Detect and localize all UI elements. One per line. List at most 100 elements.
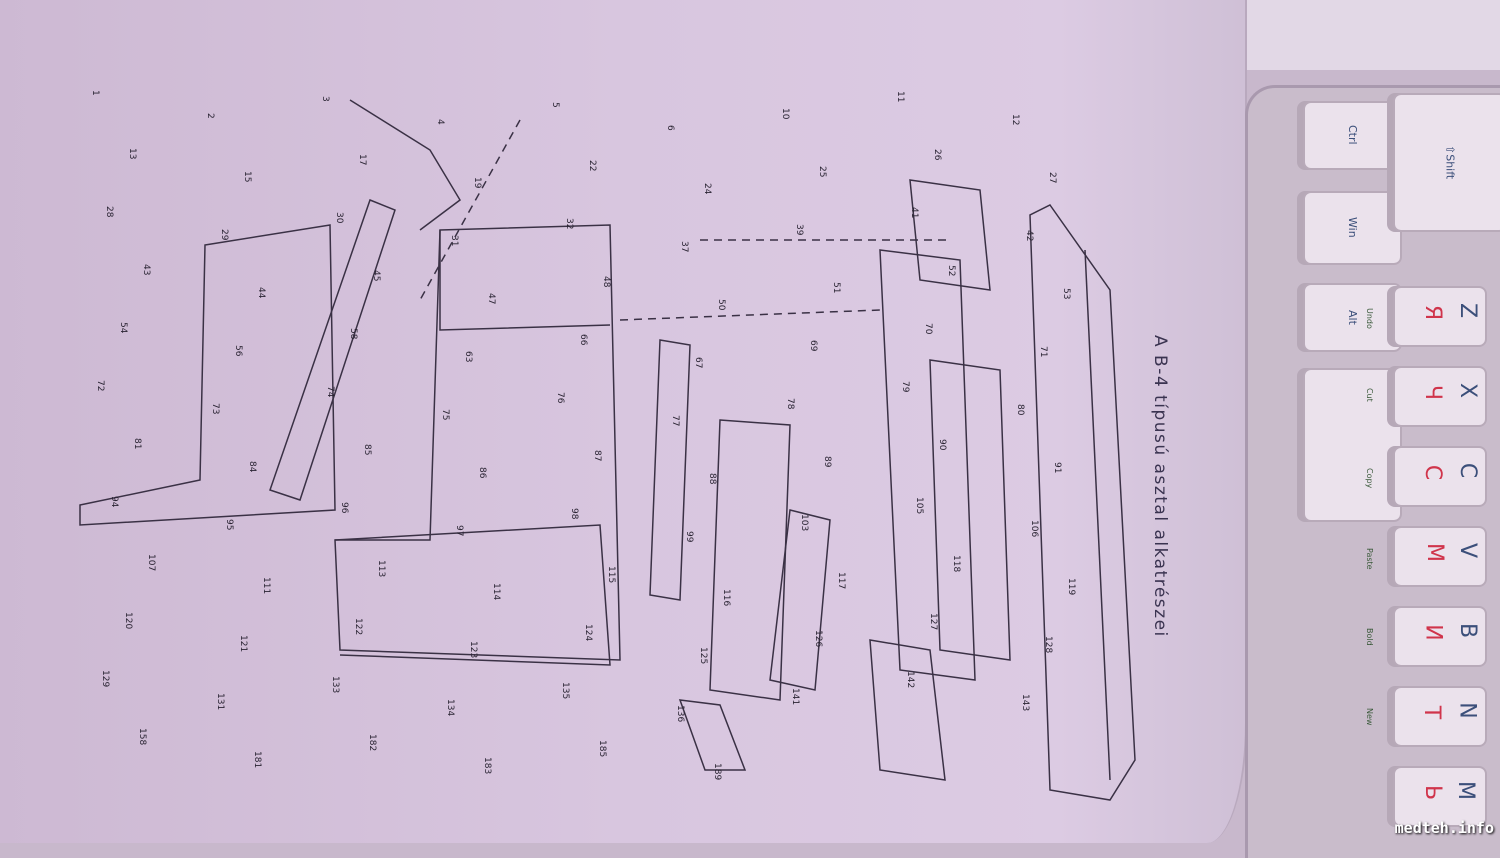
part-number-label: 32 [564,218,574,230]
part-number-label: 53 [1061,288,1071,300]
part-number-label: 90 [937,439,947,451]
key-sub-label: New [1365,707,1374,725]
part-number-label: 117 [836,572,846,590]
part-number-label: 5 [550,102,560,108]
frame-main [879,249,976,681]
part-number-label: 2 [205,113,215,119]
key-lat-label: C [1454,462,1480,478]
part-number-label: 106 [1029,520,1039,538]
part-number-label: 10 [780,108,790,120]
part-number-label: 127 [928,613,938,631]
key-sub-label: Cut [1365,387,1374,402]
key-cyr-label: Ч [1420,384,1446,400]
exploded-parts-diagram [79,99,1136,801]
key-ctrl[interactable]: Ctrl [1303,100,1402,170]
part-number-label: 42 [1024,230,1034,242]
part-number-label: 13 [127,148,137,160]
part-number-label: 4 [435,119,445,125]
key-lat-label: X [1454,382,1480,398]
part-number-label: 6 [665,125,675,131]
part-number-label: 122 [353,618,363,636]
part-number-label: 47 [486,293,496,305]
part-number-label: 118 [951,555,961,573]
part-number-label: 136 [675,705,685,723]
part-number-label: 158 [137,728,147,746]
part-number-label: 97 [454,525,464,537]
tabletop-edge [1084,249,1111,781]
part-number-label: 80 [1015,404,1025,416]
part-number-label: 114 [491,583,501,601]
part-number-label: 63 [463,351,473,363]
part-number-label: 27 [1047,172,1057,184]
part-number-label: 56 [233,345,243,357]
part-number-label: 121 [238,635,248,653]
part-number-label: 19 [472,177,482,189]
part-number-label: 185 [597,740,607,758]
part-number-label: 22 [587,160,597,172]
part-number-label: 96 [339,502,349,514]
part-number-label: 71 [1038,346,1048,358]
key-label: ⇧Shift [1443,145,1457,180]
key-lat-label: B [1454,622,1480,638]
part-number-label: 75 [440,409,450,421]
key-cyr-label: Т [1419,705,1445,719]
part-number-label: 125 [698,647,708,665]
mechanism-plate [709,419,791,701]
background-surface [1200,0,1500,70]
part-number-label: 91 [1052,462,1062,474]
key-label: Win [1346,217,1359,238]
key-alt[interactable]: Alt [1303,283,1402,352]
key-shift[interactable]: ⇧Shift [1393,93,1500,232]
part-number-label: 133 [330,676,340,694]
frame-inner [929,359,1011,661]
part-number-label: 141 [790,688,800,706]
part-number-label: 84 [247,461,257,473]
part-number-label: 24 [702,183,712,195]
key-cyr-label: Ь [1420,784,1446,800]
part-number-label: 119 [1066,578,1076,596]
dashed-assembly-line [419,119,950,321]
part-number-label: 43 [141,264,151,276]
cabinet-body [334,224,621,661]
part-number-label: 183 [482,757,492,775]
part-number-label: 115 [606,566,616,584]
part-number-label: 52 [946,265,956,277]
part-number-label: 129 [100,670,110,688]
part-number-label: 1 [90,90,100,96]
key-space[interactable] [1303,368,1402,522]
drawer-rail [269,199,396,501]
key-lat-label: V [1454,542,1480,558]
part-number-label: 95 [224,519,234,531]
part-number-label: 111 [261,577,271,595]
part-number-label: 76 [555,392,565,404]
cabinet-top [439,230,611,331]
key-sub-label: Undo [1365,307,1374,329]
part-number-label: 85 [362,444,372,456]
part-number-label: 143 [1020,694,1030,712]
part-number-label: 37 [679,241,689,253]
part-number-label: 86 [477,467,487,479]
part-number-label: 103 [799,514,809,532]
part-number-label: 88 [707,473,717,485]
part-number-label: 67 [693,357,703,369]
key-label: Alt [1346,310,1359,325]
side-bracket [869,639,946,781]
watermark: medteh.info [1394,819,1494,837]
key-label: Ctrl [1346,125,1359,145]
key-cyr-label: С [1420,464,1446,480]
part-number-label: 66 [578,334,588,346]
page-title: A B-4 típusú asztal alkatrészei [1150,335,1170,638]
part-number-label: 17 [357,154,367,166]
part-number-label: 74 [325,386,335,398]
part-number-label: 77 [670,415,680,427]
part-number-label: 131 [215,693,225,711]
key-win[interactable]: Win [1303,190,1402,265]
